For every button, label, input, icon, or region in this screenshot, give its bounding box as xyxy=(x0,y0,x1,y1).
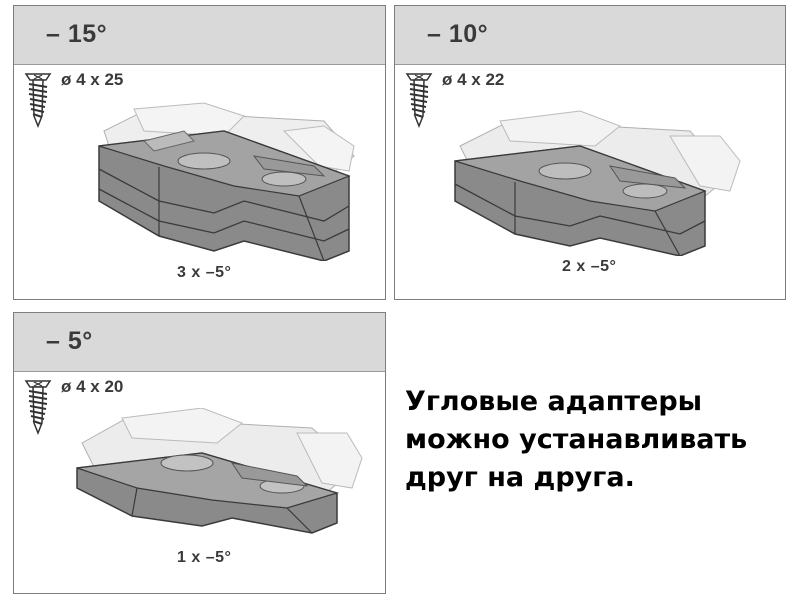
panel-header: – 15° xyxy=(14,6,385,65)
angle-label: – 5° xyxy=(46,327,93,355)
adapter-count-label: 1 x –5° xyxy=(177,549,232,566)
angle-label: – 15° xyxy=(46,20,108,48)
panel-minus-10: – 10° ø 4 x 22 2 x –5° xyxy=(394,5,786,300)
screw-icon xyxy=(25,380,51,434)
screw-icon xyxy=(406,73,432,127)
mounting-plate-drawing xyxy=(76,408,363,534)
screw-size-label: ø 4 x 22 xyxy=(442,70,505,89)
panel-minus-15: – 15° ø 4 x 25 3 x –5° xyxy=(13,5,386,300)
mounting-plate-drawing xyxy=(98,102,355,261)
adapter-count-label: 3 x –5° xyxy=(177,264,232,281)
mounting-plate-drawing xyxy=(454,110,741,256)
screw-size-label: ø 4 x 20 xyxy=(61,377,124,396)
panel-header: – 5° xyxy=(14,313,385,372)
panel-minus-5: – 5° ø 4 x 20 1 x –5° xyxy=(13,312,386,594)
screw-icon xyxy=(25,73,51,127)
screw-size-label: ø 4 x 25 xyxy=(61,70,124,89)
adapter-count-label: 2 x –5° xyxy=(562,258,617,275)
panel-header: – 10° xyxy=(395,6,785,65)
angle-label: – 10° xyxy=(427,20,489,48)
stacking-note: Угловые адаптеры можно устанавливать дру… xyxy=(405,386,748,493)
